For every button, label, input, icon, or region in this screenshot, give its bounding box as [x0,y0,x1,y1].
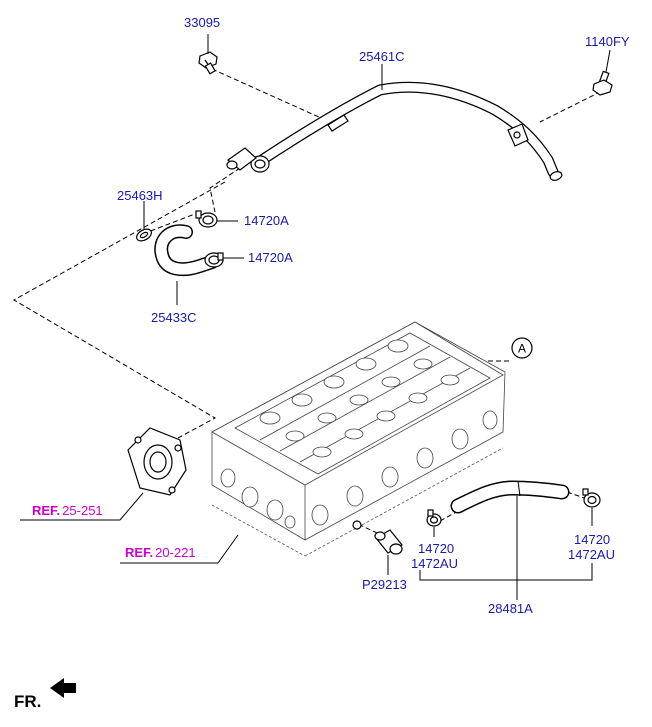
label-25461C: 25461C [359,49,405,64]
clamp-lower-14720A [204,252,224,268]
label-33095: 33095 [184,15,220,30]
label-25463H: 25463H [117,188,163,203]
front-arrow-icon [50,678,76,698]
label-P29213: P29213 [362,577,407,592]
ref-number: 20-221 [155,545,195,560]
reference-25-251[interactable]: REF.25-251 [32,503,103,518]
label-1472AU-right: 1472AU [568,547,615,562]
oring-25463H [136,228,152,242]
label-14720A-upper: 14720A [244,213,289,228]
label-25433C: 25433C [151,310,197,325]
camshaft-bosses [259,339,460,458]
ref-prefix: REF. [125,545,153,560]
label-14720-mid: 14720 [418,541,454,556]
thermostat-housing [127,427,187,496]
ref-number: 25-251 [62,503,102,518]
coolant-pipe-25461C [226,81,563,181]
leader-lines [20,34,611,600]
clamp-upper-14720A [195,210,218,228]
head-ports [220,410,498,529]
callout-a-letter: A [518,342,526,356]
label-14720-right: 14720 [574,532,610,547]
label-28481A: 28481A [488,601,533,616]
fitting-P29213 [352,520,403,555]
callout-a: A [511,337,533,359]
svg-text:REF.25-251: REF.25-251 [32,503,103,518]
reference-20-221[interactable]: REF.20-221 [125,545,196,560]
front-indicator: FR. [14,678,76,711]
label-1472AU-mid: 1472AU [411,556,458,571]
clamp-mid-14720 [426,509,442,527]
hose-28481A [450,480,570,514]
cylinder-head [211,321,506,557]
assembly-guide-lines [12,68,609,541]
clamp-right-14720 [582,488,601,508]
bolt-1140FY [592,70,613,96]
front-label: FR. [14,692,41,711]
hose-25433C [154,224,219,277]
label-14720A-lower: 14720A [248,250,293,265]
label-1140FY: 1140FY [585,34,630,49]
bolt-33095 [198,51,218,75]
ref-prefix: REF. [32,503,60,518]
svg-text:REF.20-221: REF.20-221 [125,545,196,560]
